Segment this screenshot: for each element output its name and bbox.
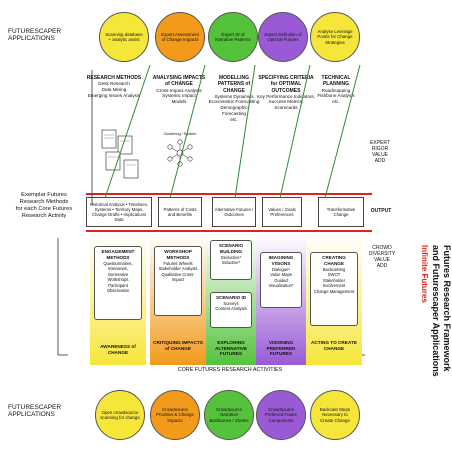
- bottom-circle-3: Crowdsource Narrative Backbones / Storie…: [204, 390, 254, 440]
- scenario-building-box: SCENARIO BUILDING Deductive* Inductive*: [210, 240, 252, 280]
- top-applications-label: FUTURESCAPER APPLICATIONS: [8, 28, 62, 43]
- bottom-circle-5: Backcast Steps Necessary to Create Chang…: [310, 390, 360, 440]
- output-label: OUTPUT: [370, 208, 392, 214]
- top-circle-4: Expert Definition of Optimal Futures: [258, 12, 308, 62]
- clustering-label: Clustering / System: [163, 132, 197, 136]
- core-activities-label: CORE FUTURES RESEARCH ACTIVITIES: [177, 367, 283, 373]
- network-illustration: [167, 139, 193, 167]
- exemplar-label: Exemplar Futures Research Methods for ea…: [15, 192, 73, 219]
- column-specifying-criteria: SPECIFYING CRITERIA for OPTIMAL OUTCOMES…: [257, 75, 315, 111]
- output-box-transformative: Transformative Change: [318, 197, 364, 227]
- output-box-historical: Historical Analysis • Timelines, Systems…: [86, 197, 152, 227]
- workshop-methods-box: WORKSHOP METHODS Futures Wheels Stakehol…: [154, 246, 202, 316]
- column-analysing-impacts: ANALYSING IMPACTS of CHANGE Cross-Impact…: [152, 75, 206, 104]
- side-title: Futures Research Framework and Futuresca…: [420, 245, 452, 377]
- output-box-patterns: Patterns of Costs and Benefits: [158, 197, 202, 227]
- top-circle-3: Expert ID of Narrative Patterns: [208, 12, 258, 62]
- output-box-values: Values / Goals Preferences: [262, 197, 302, 227]
- engagement-methods-box: ENGAGEMENT METHODS Questionnaires, Inter…: [94, 246, 142, 320]
- bottom-circle-4: Crowdsource Preferred Future Components: [256, 390, 306, 440]
- creating-change-box: CREATING CHANGE Backcasting SWOT Stakeho…: [310, 252, 358, 326]
- column-technical-planning: TECHNICAL PLANNING Roadmapping Fishbone …: [317, 75, 355, 104]
- band-title-exploring: EXPLORING ALTERNATIVE FUTURES: [214, 340, 248, 357]
- scenario-id-box: SCENARIO ID Surveys Content Analysis: [210, 292, 252, 328]
- imagining-visions-box: IMAGINING VISIONS Dialogue* Value Maps G…: [260, 252, 302, 308]
- band-title-visioning: VISIONING PREFERRED FUTURES: [266, 340, 296, 357]
- band-title-awareness: AWARENESS of CHANGE: [100, 344, 136, 355]
- column-modelling-patterns: MODELLING PATTERNS of CHANGE Systems Dyn…: [208, 75, 260, 122]
- top-circle-1: Scanning database + analytic assist: [99, 12, 149, 62]
- bottom-circle-2: Crowdsource Priorities & Change Impacts: [150, 390, 200, 440]
- band-title-acting: ACTING TO CREATE CHANGE: [311, 340, 357, 351]
- bottom-circle-1: Open crowdsource scanning for change: [95, 390, 145, 440]
- output-box-alternative: Alternative Futures / Outcomes: [212, 197, 256, 227]
- band-title-critiquing: CRITIQUING IMPACTS of CHANGE: [153, 340, 203, 351]
- bottom-applications-label: FUTURESCAPER APPLICATIONS: [8, 404, 62, 419]
- column-research-methods: RESEARCH METHODS Desk Research Data Mini…: [86, 75, 142, 98]
- output-line-top: [86, 193, 372, 195]
- output-line-bottom: [86, 230, 372, 232]
- connector-lines: [57, 64, 365, 356]
- top-circle-2: Expert Assessment of Change Impacts: [155, 12, 205, 62]
- expert-rigor-label: EXPERT RIGOR VALUE ADD: [370, 140, 390, 164]
- crowd-diversity-label: CROWD DIVERSITY VALUE ADD: [368, 245, 396, 269]
- top-circle-5: Analyse Leverage Points for Change Strat…: [310, 12, 360, 62]
